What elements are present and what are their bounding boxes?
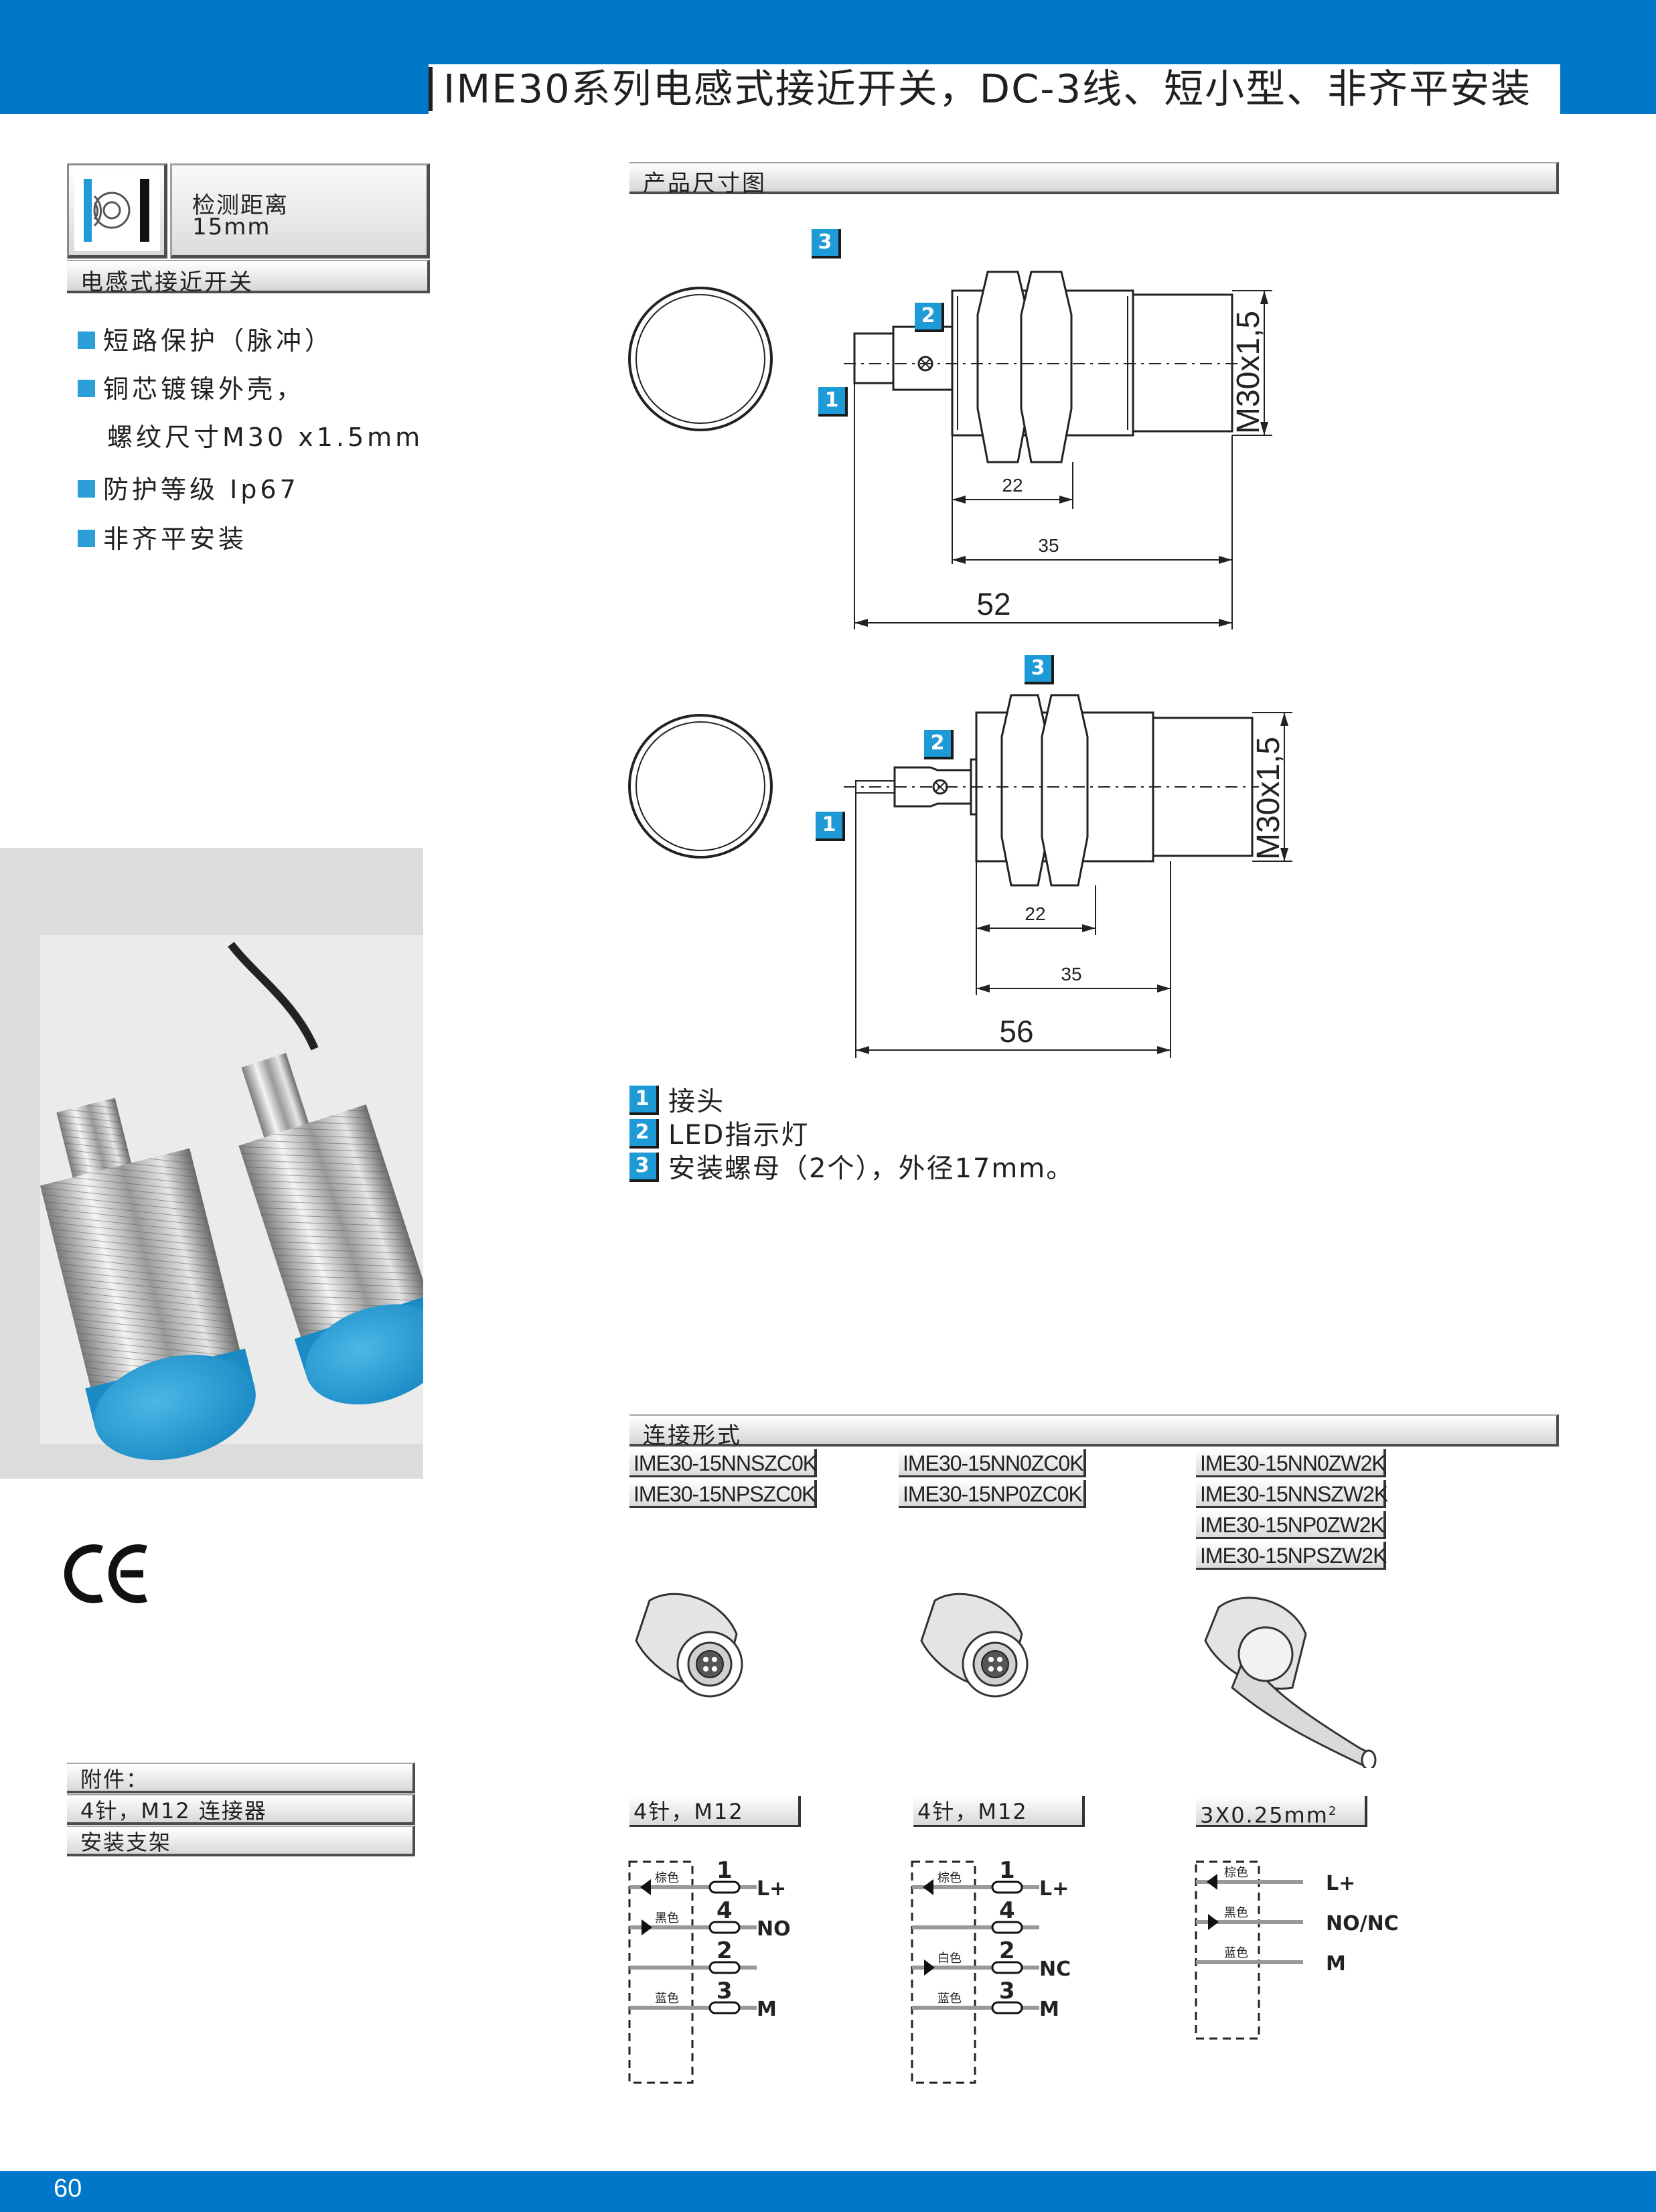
dimension-22: 22 [1025,903,1045,924]
wire-color: 黑色 [1224,1906,1248,1920]
badge-2: 2 [915,303,954,335]
wiring-diagram-2: 棕色 白色 蓝色 1 4 2 3 L+ NC M [905,1855,1071,2089]
wire-color: 棕色 [655,1871,679,1885]
dimension-total: 52 [976,587,1010,621]
pin-number: 1 [999,1857,1015,1884]
model-tag: IME30-15NNSZC0K [629,1449,817,1477]
cable-icon [1204,1597,1377,1768]
wire-function: M [757,1998,777,2021]
wire-color: 棕色 [937,1871,962,1885]
m12-connector-icon [635,1593,743,1698]
wire-color: 棕色 [1224,1866,1248,1880]
model-tag: IME30-15NP0ZC0K [899,1480,1086,1508]
model-tag: IME30-15NNSZW2K [1196,1480,1388,1508]
sensing-distance-box: 检测距离 15mm [170,163,430,259]
pin-number: 1 [717,1857,733,1884]
m12-connector-icon [920,1593,1029,1698]
wire-function: L+ [1039,1877,1069,1901]
page-number: 60 [54,2174,82,2203]
wiring-diagram-1: 棕色 黑色 蓝色 1 4 2 3 L+ NO M [623,1855,791,2089]
cable-spec: 4针，M12 [629,1796,801,1827]
wire-function: M [1326,1952,1346,1976]
pin-number: 3 [717,1978,733,2004]
footer-bar [0,2171,1656,2212]
pin-number: 3 [999,1978,1015,2004]
wire-color: 蓝色 [1224,1946,1248,1960]
pin-number: 2 [999,1937,1015,1964]
inductive-sensor-icon [67,163,167,259]
pin-number: 4 [717,1897,733,1924]
wire-function: NO [757,1917,791,1941]
accessory-item: 4针，M12 连接器 [67,1794,415,1825]
thread-dimension: M30x1,5 [1231,311,1266,434]
feature-item: 非齐平安装 [78,518,247,555]
badge-3: 3 [812,229,850,261]
wire-color: 白色 [937,1951,962,1966]
connection-strip: 连接形式 [629,1414,1559,1449]
feature-item: 防护等级 Ip67 [78,469,299,506]
bullet-square-icon [78,529,95,547]
title-band [429,64,1560,114]
dimension-35: 35 [1038,535,1059,556]
wire-function: NC [1039,1958,1071,1981]
pin-number: 2 [717,1937,733,1964]
bullet-square-icon [78,480,95,498]
feature-item: 短路保护（脉冲） [78,320,333,357]
accessory-item: 安装支架 [67,1826,415,1856]
feature-item: 铜芯镀镍外壳， [78,368,305,405]
cable-spec: 4针，M12 [913,1796,1085,1827]
dimension-total: 56 [999,1014,1033,1049]
dimensions-strip: 产品尺寸图 [629,162,1559,197]
badge-1: 1 [818,387,857,419]
connection-title: 连接形式 [643,1422,742,1449]
feature-item: 螺纹尺寸M30 x1.5mm [107,423,424,452]
model-tag: IME30-15NN0ZW2K [1196,1449,1386,1477]
dimension-drawing-2: M30x1,5 22 35 56 [628,694,1292,1058]
page-title: IME30系列电感式接近开关，DC-3线、短小型、非齐平安装 [443,66,1532,112]
model-tag: IME30-15NN0ZC0K [899,1449,1086,1477]
dimension-22: 22 [1002,475,1023,496]
ce-mark [64,1540,151,1610]
wire-color: 蓝色 [937,1992,962,2006]
dimension-drawing-1: M30x1,5 22 35 52 [628,271,1272,630]
badge-2: 2 [924,730,963,762]
badge-3: 3 [1025,655,1063,687]
wire-function: NO/NC [1326,1912,1399,1935]
dimension-35: 35 [1061,964,1081,984]
wire-function: L+ [757,1877,786,1901]
product-photo [0,848,449,1479]
category-strip: 电感式接近开关 [67,260,430,296]
wire-color: 黑色 [655,1911,679,1925]
bullet-square-icon [78,379,95,397]
wire-function: L+ [1326,1872,1355,1895]
dimensions-title: 产品尺寸图 [643,170,767,197]
accessories-title: 附件： [67,1763,415,1793]
category-label: 电感式接近开关 [80,269,254,296]
wire-function: M [1039,1998,1059,2021]
sensing-distance-label: 检测距离 [192,192,289,219]
model-tag: IME30-15NPSZW2K [1196,1542,1387,1570]
model-tag: IME30-15NPSZC0K [629,1480,817,1508]
wiring-diagram-3: 棕色 黑色 蓝色 L+ NO/NC M [1189,1855,1399,2056]
pin-number: 4 [999,1897,1015,1924]
thread-dimension: M30x1,5 [1251,737,1286,860]
cable-spec: 3X0.25mm2 [1196,1796,1367,1828]
badge-1: 1 [816,812,854,844]
wire-color: 蓝色 [655,1992,679,2006]
title-rule [429,67,433,111]
model-tag: IME30-15NP0ZW2K [1196,1511,1386,1539]
bullet-square-icon [78,331,95,349]
sensing-distance-value: 15mm [192,214,271,240]
